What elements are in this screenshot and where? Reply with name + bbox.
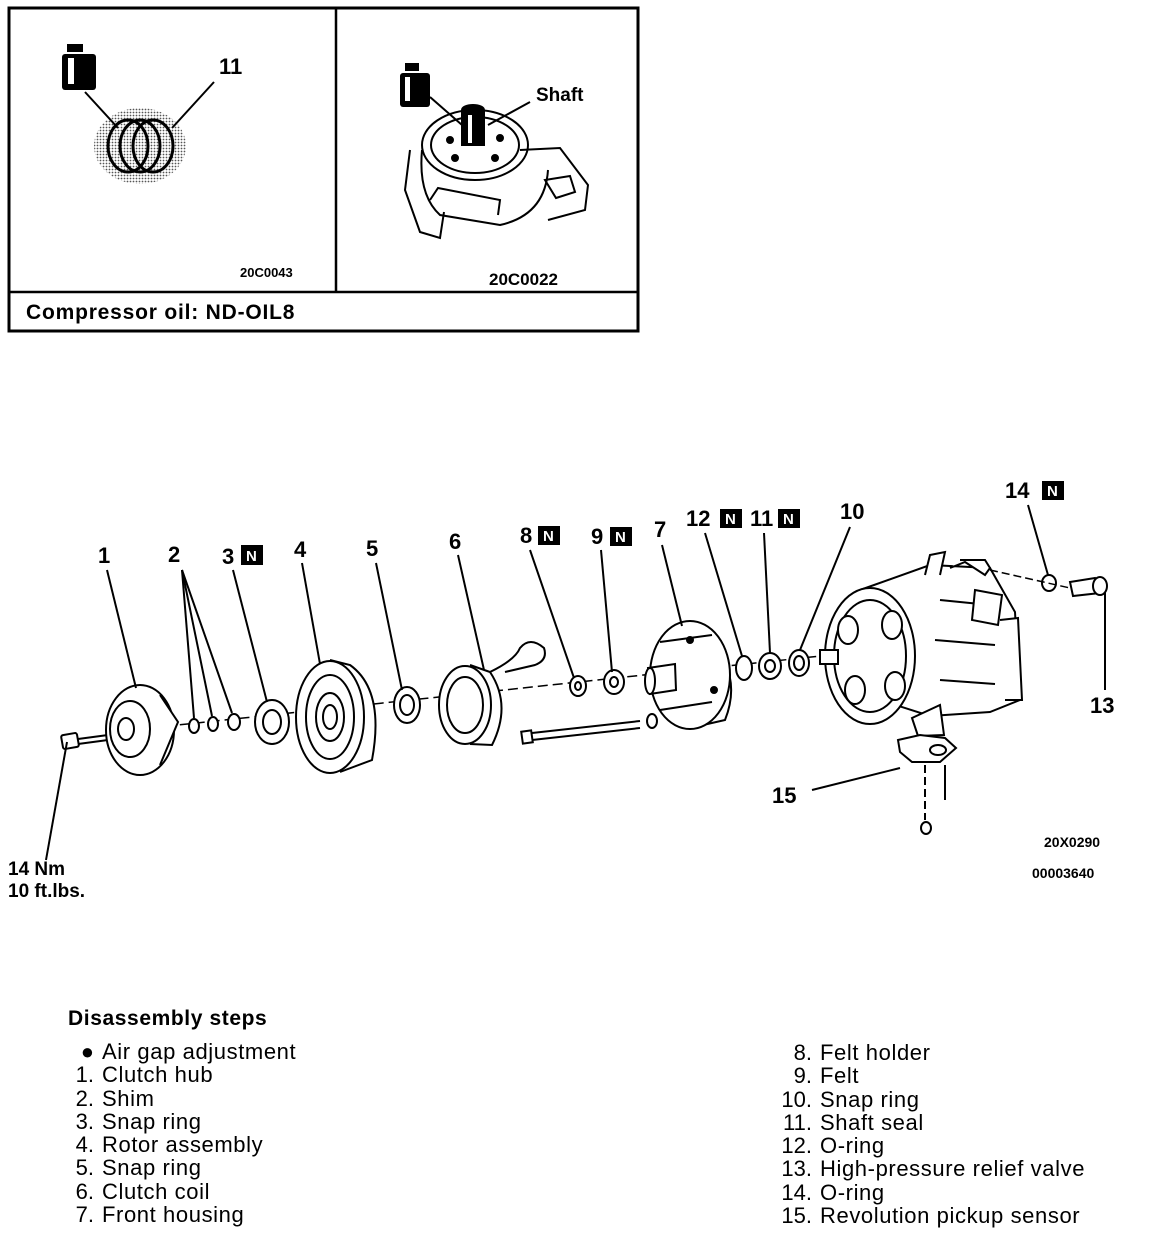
torque-imperial: 10 ft.lbs. xyxy=(8,881,85,902)
step-item: 4.Rotor assembly xyxy=(75,1132,264,1158)
svg-text:N: N xyxy=(725,511,736,528)
new-part-mark-3: N xyxy=(241,545,263,565)
part-pickup-sensor xyxy=(896,733,958,835)
step-item: ●Air gap adjustment xyxy=(80,1039,297,1064)
callout-15: 15 xyxy=(772,783,796,808)
step-item: 13.High-pressure relief valve xyxy=(781,1156,1086,1182)
inset-left-code: 20C0043 xyxy=(240,265,293,280)
inset-right-callout: Shaft xyxy=(536,85,584,106)
callout-14: 14 xyxy=(1005,478,1030,503)
svg-text:N: N xyxy=(246,548,257,565)
housing-bolt xyxy=(520,713,658,745)
new-part-mark-9: N xyxy=(610,527,632,546)
callout-8: 8 xyxy=(520,523,532,548)
step-item: 9.Felt xyxy=(793,1063,860,1089)
part-felt-holder xyxy=(569,675,587,697)
oil-can-icon xyxy=(62,44,96,90)
oil-can-icon xyxy=(400,63,430,107)
step-item: 3.Snap ring xyxy=(75,1108,202,1134)
callout-6: 6 xyxy=(449,529,461,554)
torque-value: 14 Nm xyxy=(8,859,65,880)
callout-10: 10 xyxy=(840,499,864,524)
svg-text:N: N xyxy=(543,528,554,545)
step-item: 15.Revolution pickup sensor xyxy=(781,1203,1081,1229)
part-rotor xyxy=(295,659,377,774)
part-shims xyxy=(188,713,241,734)
svg-text:N: N xyxy=(783,511,794,528)
callout-3: 3 xyxy=(222,544,234,569)
svg-text:N: N xyxy=(615,529,626,546)
callout-9: 9 xyxy=(591,524,603,549)
inset-right-code: 20C0022 xyxy=(489,270,558,289)
o-rings-illustration xyxy=(84,81,215,184)
inset-left-callout: 11 xyxy=(219,54,242,79)
step-item: 6.Clutch coil xyxy=(75,1178,211,1204)
inset-box xyxy=(7,6,640,333)
new-part-marks: N N N N N N xyxy=(241,481,1064,565)
steps-list-left: ●Air gap adjustment 1.Clutch hub 2.Shim … xyxy=(64,1039,297,1228)
callout-11: 11 xyxy=(750,506,773,531)
step-item: 1.Clutch hub xyxy=(75,1062,214,1088)
callout-7: 7 xyxy=(654,517,666,542)
callout-2: 2 xyxy=(168,542,180,567)
new-part-mark-14: N xyxy=(1042,481,1064,500)
step-item: 2.Shim xyxy=(75,1085,155,1111)
svg-text:N: N xyxy=(1047,483,1058,500)
part-clutch-hub xyxy=(105,684,180,776)
part-snap-ring-3 xyxy=(254,699,290,745)
step-item: 8.Felt holder xyxy=(793,1040,931,1065)
part-o-ring-12 xyxy=(735,655,753,681)
part-relief-valve xyxy=(1068,576,1108,598)
part-shaft-seal xyxy=(758,652,782,680)
part-snap-ring-5 xyxy=(393,686,421,724)
callout-5: 5 xyxy=(366,536,378,561)
leader-lines xyxy=(106,504,1106,791)
callout-12: 12 xyxy=(686,506,710,531)
step-item: 14.O-ring xyxy=(781,1179,885,1205)
callout-labels: 1 2 3 4 5 6 8 9 7 12 11 10 14 13 15 xyxy=(98,478,1114,808)
figure-code-2: 00003640 xyxy=(1032,865,1095,881)
new-part-mark-12: N xyxy=(720,509,742,528)
callout-1: 1 xyxy=(98,543,110,568)
steps-list-right: 8.Felt holder 9.Felt 10.Snap ring 11.Sha… xyxy=(776,1040,1086,1229)
new-part-mark-11: N xyxy=(778,509,800,528)
valve-axis xyxy=(989,569,1071,589)
callout-13: 13 xyxy=(1090,693,1114,718)
compressor-body xyxy=(819,550,1024,738)
step-item: 10.Snap ring xyxy=(781,1086,920,1112)
part-snap-ring-10 xyxy=(788,649,810,677)
part-front-housing xyxy=(644,620,733,730)
step-item: 12.O-ring xyxy=(781,1133,885,1159)
step-item: 11.Shaft seal xyxy=(783,1109,924,1135)
compressor-shaft-illustration xyxy=(403,96,590,240)
inset-caption: Compressor oil: ND-OIL8 xyxy=(26,301,295,324)
new-part-mark-8: N xyxy=(538,526,560,545)
hub-bolt xyxy=(60,732,109,750)
part-felt xyxy=(603,669,625,695)
torque-leader xyxy=(45,741,68,861)
part-clutch-coil xyxy=(438,641,546,747)
steps-title: Disassembly steps xyxy=(68,1007,268,1030)
step-item: 5.Snap ring xyxy=(75,1155,202,1181)
step-item: 7.Front housing xyxy=(75,1202,245,1228)
figure-code-1: 20X0290 xyxy=(1044,834,1100,850)
callout-4: 4 xyxy=(294,537,307,562)
